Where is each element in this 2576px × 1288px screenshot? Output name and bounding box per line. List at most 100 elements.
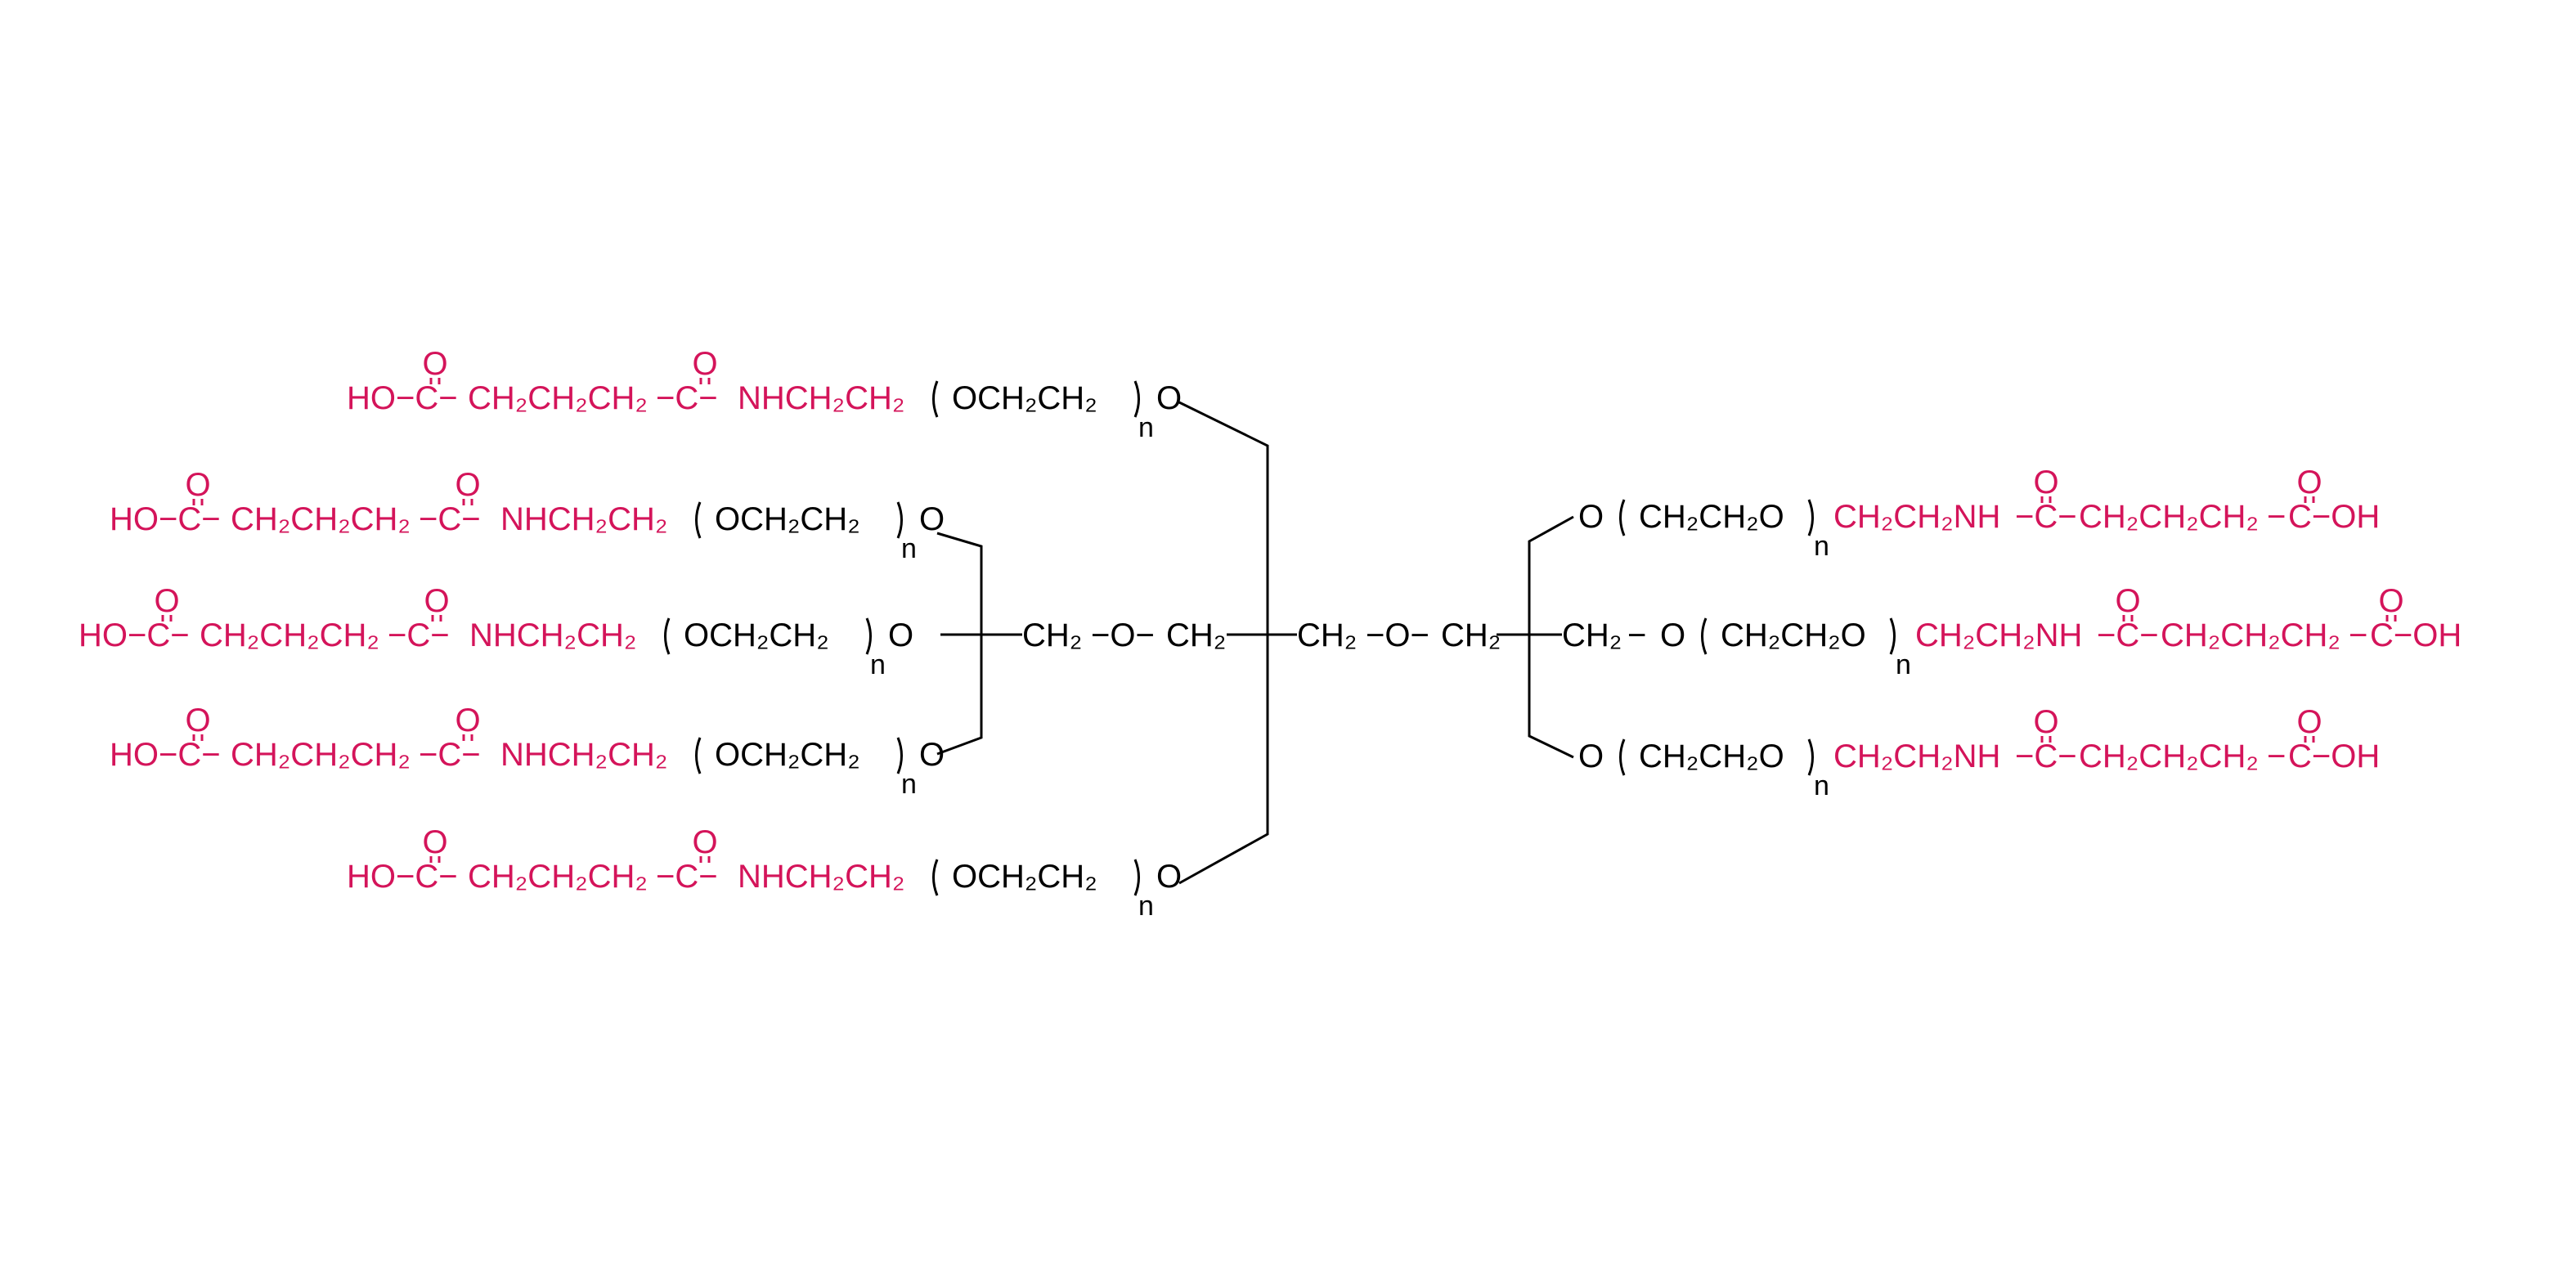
arm-left-5-acid-carbonyl-o: O: [422, 824, 447, 860]
arm-right-2-paren-open: [1701, 617, 1708, 655]
arm-left-1-paren-close: [1133, 380, 1140, 418]
arm-left-3-amide-carbonyl-o: O: [424, 583, 449, 619]
arm-left-4-ho-c: HO−C−: [110, 737, 221, 773]
arm-left-2-acid-carbonyl-o: O: [185, 467, 210, 503]
core-o-2: −O−: [1366, 617, 1429, 653]
arm-right-2-amide-c: −C−: [2097, 617, 2159, 653]
arm-left-1-amide-c: −C−: [656, 380, 718, 416]
core-o-1: −O−: [1091, 617, 1155, 653]
arm-left-5-amide-c: −C−: [656, 859, 718, 895]
arm-left-1-och2ch2: OCH₂CH₂: [952, 380, 1097, 416]
arm-right-3-acid: C−OH: [2288, 738, 2380, 774]
arm-left-1-ho-c: HO−C−: [347, 380, 458, 416]
arm-right-1-acid-carbonyl-o: O: [2296, 464, 2322, 500]
arm-right-2-ch2ch2nh: CH₂CH₂NH: [1915, 617, 2082, 653]
arm-left-4-amide-c: −C−: [419, 737, 481, 773]
arm-left-5-paren-open: [932, 859, 939, 896]
arm-left-3-paren-open: [664, 617, 671, 655]
bond-center-c-branch: [1178, 401, 1269, 885]
arm-left-1-nhch2ch2: NHCH₂CH₂: [738, 380, 904, 416]
arm-right-1-dash: −: [2267, 499, 2286, 535]
arm-right-3-amide-carbonyl-o: O: [2033, 704, 2058, 740]
arm-left-1-n: n: [1138, 412, 1154, 443]
core-ch2-1: CH₂: [1022, 617, 1082, 653]
arm-left-2-amide-c: −C−: [419, 501, 481, 537]
arm-left-3-paren-close: [865, 617, 872, 655]
arm-left-4-nhch2ch2: NHCH₂CH₂: [500, 737, 667, 773]
arm-left-1-o: O: [1156, 380, 1182, 416]
arm-left-1-paren-open: [932, 380, 939, 418]
arm-right-1-paren-open: [1619, 499, 1626, 536]
arm-left-2-ho-c: HO−C−: [110, 501, 221, 537]
arm-right-1-ch2ch2nh: CH₂CH₂NH: [1833, 499, 2000, 535]
arm-right-1-amide-carbonyl-o: O: [2033, 464, 2058, 500]
arm-left-2-butyl: CH₂CH₂CH₂: [231, 501, 411, 537]
arm-left-2-n: n: [901, 533, 917, 564]
arm-right-3-amide-c: −C−: [2015, 738, 2077, 774]
arm-left-4-n: n: [901, 769, 917, 800]
arm-left-2-paren-open: [695, 501, 702, 539]
arm-left-5-n: n: [1138, 891, 1154, 922]
arm-right-3-paren-close: [1807, 738, 1814, 776]
arm-right-2-dash: −: [2349, 617, 2367, 653]
arm-right-1-paren-close: [1807, 499, 1814, 536]
arm-right-3-ch2ch2o: CH₂CH₂O: [1639, 738, 1784, 774]
arm-right-2-butyl: CH₂CH₂CH₂: [2161, 617, 2340, 653]
arm-right-3-paren-open: [1619, 738, 1626, 776]
arm-right-3-ch2ch2nh: CH₂CH₂NH: [1833, 738, 2000, 774]
arm-left-4-och2ch2: OCH₂CH₂: [715, 737, 860, 773]
arm-right-1-acid: C−OH: [2288, 499, 2380, 535]
arm-left-5-butyl: CH₂CH₂CH₂: [468, 859, 648, 895]
arm-left-5-och2ch2: OCH₂CH₂: [952, 859, 1097, 895]
arm-left-4-amide-carbonyl-o: O: [455, 702, 480, 738]
arm-left-2-nhch2ch2: NHCH₂CH₂: [500, 501, 667, 537]
arm-right-2-n: n: [1896, 649, 1911, 680]
arm-right-1-amide-c: −C−: [2015, 499, 2077, 535]
bond-lines: [161, 378, 2397, 896]
core-dash-5: −: [1627, 617, 1646, 653]
arm-left-3-acid-carbonyl-o: O: [154, 583, 179, 619]
arm-right-2-acid: C−OH: [2370, 617, 2462, 653]
core-ch2-3: CH₂: [1297, 617, 1357, 653]
arm-left-2-och2ch2: OCH₂CH₂: [715, 501, 860, 537]
arm-left-2-paren-close: [896, 501, 903, 539]
arm-left-5-o: O: [1156, 859, 1182, 895]
arm-right-1-o: O: [1578, 499, 1604, 535]
bond-right-c-branch: [1528, 515, 1574, 759]
arm-right-1-n: n: [1814, 531, 1829, 562]
core-ch2-5: CH₂: [1562, 617, 1622, 653]
arm-right-2-amide-carbonyl-o: O: [2115, 583, 2140, 619]
arm-left-1-butyl: CH₂CH₂CH₂: [468, 380, 648, 416]
arm-right-2-acid-carbonyl-o: O: [2378, 583, 2403, 619]
arm-right-3-n: n: [1814, 770, 1829, 801]
arm-left-4-butyl: CH₂CH₂CH₂: [231, 737, 411, 773]
arm-left-2-amide-carbonyl-o: O: [455, 467, 480, 503]
arm-right-2-o: O: [1660, 617, 1685, 653]
arm-left-3-nhch2ch2: NHCH₂CH₂: [469, 617, 636, 653]
arm-right-1-butyl: CH₂CH₂CH₂: [2079, 499, 2259, 535]
arm-left-4-acid-carbonyl-o: O: [185, 702, 210, 738]
arm-left-5-nhch2ch2: NHCH₂CH₂: [738, 859, 904, 895]
core-ch2-2: CH₂: [1166, 617, 1226, 653]
arm-right-2-paren-close: [1889, 617, 1896, 655]
arm-left-3-amide-c: −C−: [388, 617, 450, 653]
arm-right-3-dash: −: [2267, 738, 2286, 774]
arm-left-3-ho-c: HO−C−: [79, 617, 190, 653]
arm-left-3-o: O: [888, 617, 913, 653]
arm-right-2-ch2ch2o: CH₂CH₂O: [1721, 617, 1866, 653]
core-ch2-4: CH₂: [1441, 617, 1501, 653]
arm-right-3-acid-carbonyl-o: O: [2296, 704, 2322, 740]
arm-left-5-ho-c: HO−C−: [347, 859, 458, 895]
arm-left-3-och2ch2: OCH₂CH₂: [684, 617, 829, 653]
arm-right-1-ch2ch2o: CH₂CH₂O: [1639, 499, 1784, 535]
arm-right-3-o: O: [1578, 738, 1604, 774]
arm-right-3-butyl: CH₂CH₂CH₂: [2079, 738, 2259, 774]
arm-left-5-paren-close: [1133, 859, 1140, 896]
arm-left-2-o: O: [919, 501, 945, 537]
arm-left-4-paren-open: [695, 737, 702, 774]
bond-left-c-branch: [936, 532, 983, 756]
arm-left-4-paren-close: [896, 737, 903, 774]
arm-left-1-acid-carbonyl-o: O: [422, 346, 447, 382]
